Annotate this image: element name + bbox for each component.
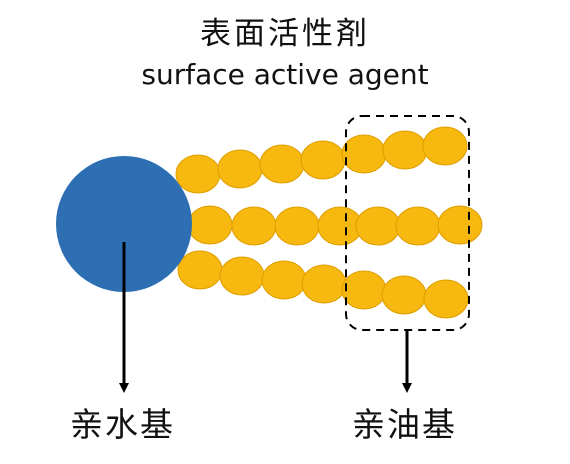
tail-bead: [395, 206, 441, 246]
tail-bead: [437, 205, 483, 245]
tail-bead: [231, 206, 277, 246]
label-lipophilic: 亲油基: [352, 405, 457, 444]
tail-bead: [341, 270, 387, 310]
tail-bead: [259, 144, 305, 184]
tail-bead: [177, 250, 223, 290]
tail-chain-top: [175, 126, 468, 194]
tail-bead: [175, 154, 221, 194]
tail-bead: [274, 206, 320, 246]
label-hydrophilic: 亲水基: [70, 405, 175, 444]
tail-bead: [422, 126, 468, 166]
tail-bead: [301, 264, 347, 304]
tail-bead: [381, 275, 427, 315]
tail-bead: [261, 260, 307, 300]
tail-bead: [187, 205, 233, 245]
tail-bead: [355, 206, 401, 246]
tail-bead: [317, 206, 363, 246]
tail-chain-bottom: [177, 250, 469, 319]
title-english: surface active agent: [141, 58, 429, 91]
tail-bead: [423, 279, 469, 319]
tail-bead: [217, 149, 263, 189]
tail-bead: [300, 140, 346, 180]
title-chinese: 表面活性剤: [200, 16, 370, 52]
hydrophilic-head: [56, 156, 192, 292]
tail-bead: [341, 134, 387, 174]
tail-bead: [382, 130, 428, 170]
tail-chain-middle: [187, 205, 483, 246]
tail-bead: [219, 256, 265, 296]
